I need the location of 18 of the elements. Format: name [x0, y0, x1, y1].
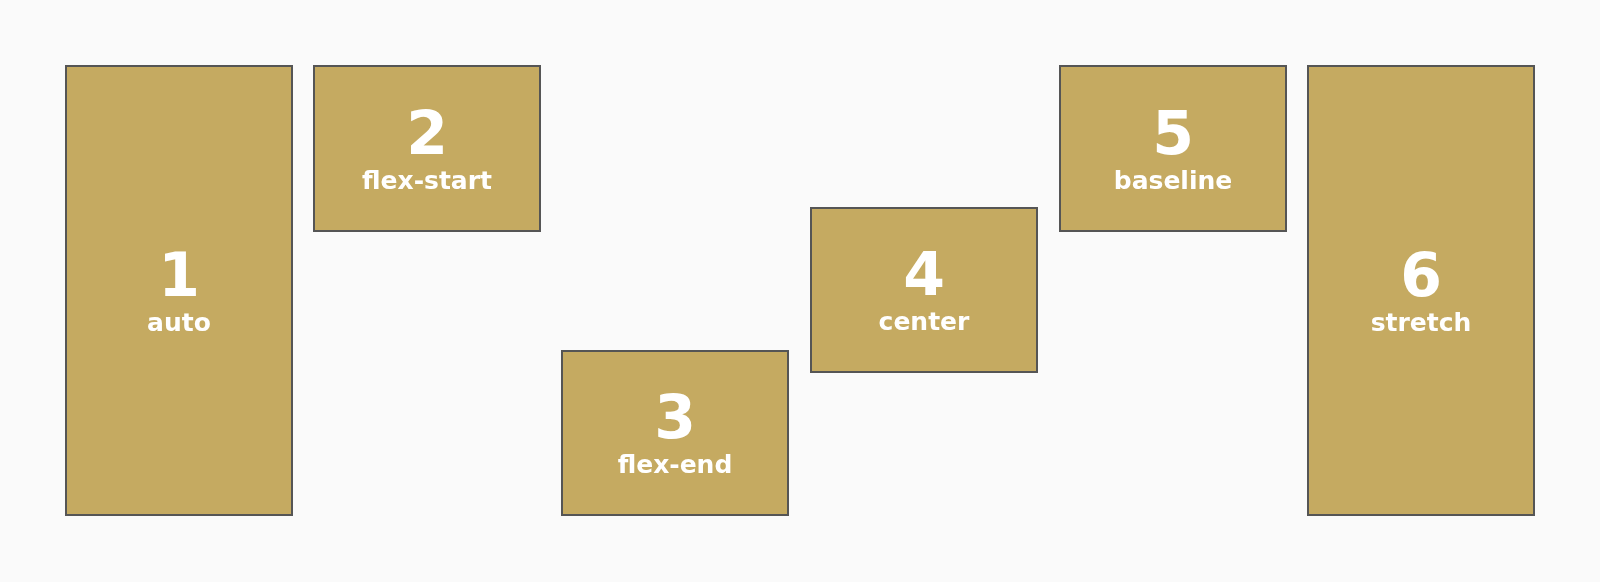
flex-item-box: [810, 207, 1038, 373]
flex-item-box: [561, 350, 789, 516]
item-number: 3: [654, 385, 696, 449]
item-number: 1: [158, 242, 200, 307]
flex-item-box: [65, 65, 293, 516]
item-number: 5: [1152, 100, 1194, 165]
flex-item-box: [1307, 65, 1535, 516]
item-number: 6: [1400, 242, 1442, 307]
item-number: 2: [406, 100, 448, 165]
align-value-label: flex-start: [362, 164, 492, 197]
flex-item-box: [313, 65, 541, 232]
item-number: 4: [903, 242, 945, 306]
align-value-label: flex-end: [617, 449, 733, 481]
flex-item-box: [1059, 65, 1287, 232]
align-value-label: auto: [147, 306, 211, 339]
align-value-label: center: [878, 306, 970, 338]
align-value-label: baseline: [1113, 164, 1233, 197]
align-value-label: stretch: [1370, 306, 1472, 339]
